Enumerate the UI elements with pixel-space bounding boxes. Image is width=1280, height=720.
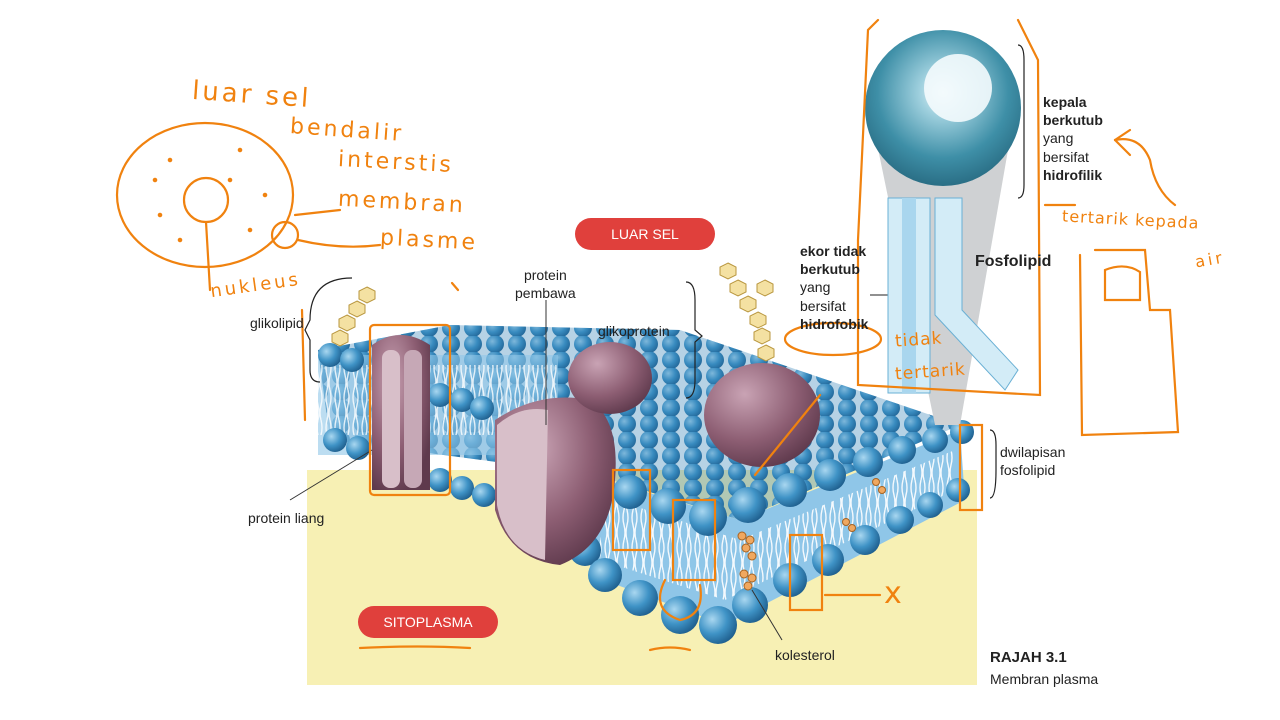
rajah-title: RAJAH 3.1 [990,649,1067,666]
kepala-line2: berkutub [1043,112,1103,129]
left-head-rows [318,343,496,507]
ekor-line1: ekor tidak [800,243,867,259]
hw-tidak: tidak [894,328,944,352]
rajah-caption: Membran plasma [990,671,1099,687]
kepala-label: kepala berkutub yang bersifat hidrofilik [1043,93,1103,184]
protein-pembawa-label: protein pembawa [515,266,576,302]
glikolipid-label: glikolipid [250,315,304,331]
ekor-line4: bersifat [800,297,846,314]
ekor-line3: yang [800,279,831,296]
kepala-line1: kepala [1043,94,1087,110]
ekor-line5: hidrofobik [800,315,869,332]
kepala-line5: hidrofilik [1043,166,1103,183]
protein-liang-label: protein liang [248,510,325,526]
kepala-line4: bersifat [1043,148,1089,165]
carrier-protein-shape [495,300,616,565]
protein-pembawa-line2: pembawa [515,285,576,302]
hw-x-mark: x [884,576,905,611]
ekor-label: ekor tidak berkutub yang bersifat hidrof… [800,242,868,333]
sitoplasma-badge: SITOPLASMA [358,606,498,638]
kolesterol-label: kolesterol [775,647,835,663]
fosfolipid-label: Fosfolipid [975,253,1052,270]
kepala-line3: yang [1043,130,1074,147]
glikoprotein-label: glikoprotein [598,323,670,339]
handwriting-strokes [115,18,1180,652]
front-head-row-bottom [569,478,970,644]
glycolipid-chain [331,286,376,347]
glycoprotein-shape [568,262,820,467]
protein-pembawa-line1: protein [523,267,567,283]
luar-sel-badge: LUAR SEL [575,218,715,250]
cholesterol-shapes [737,478,886,591]
phospholipid-tail-right [934,197,1019,391]
ekor-line2: berkutub [800,261,860,278]
dwilapisan-line2: fosfolipid [1000,462,1056,479]
hw-plasme: plasme [379,225,479,256]
dwilapisan-line1: dwilapisan [1000,444,1066,460]
channel-protein-shape [372,335,430,490]
dwilapisan-label: dwilapisan fosfolipid [1000,443,1065,479]
